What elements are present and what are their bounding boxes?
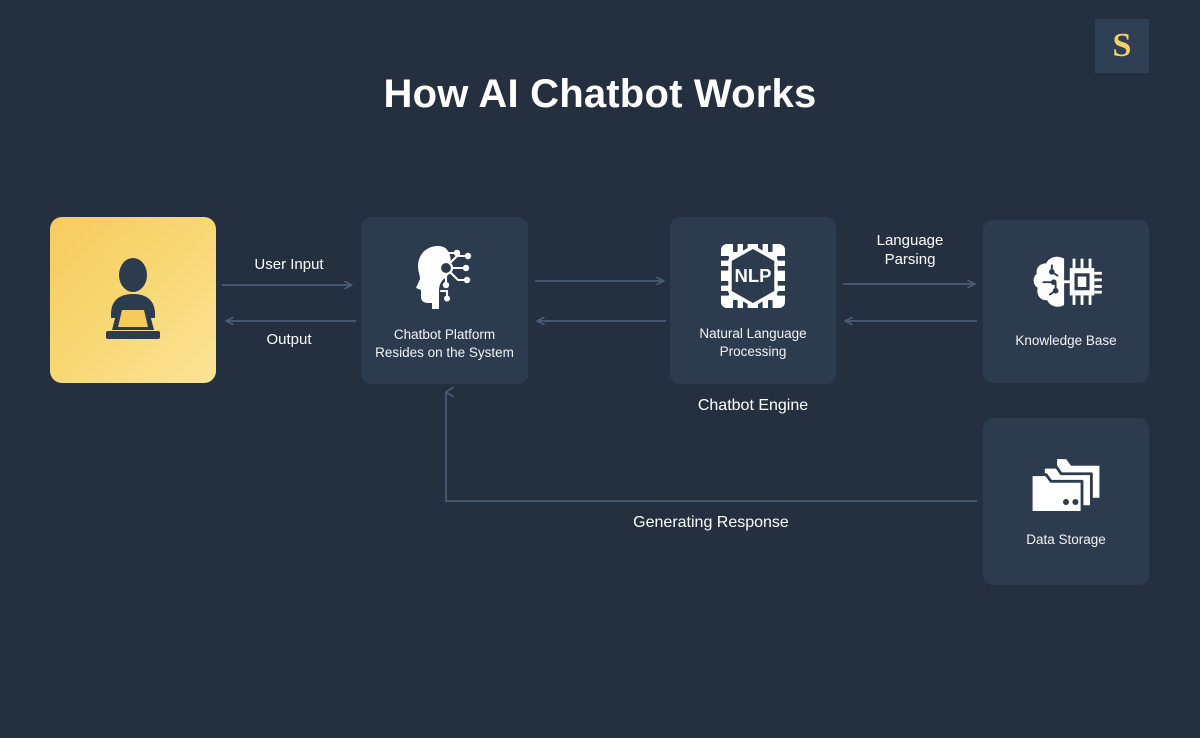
label-language-parsing: Language Parsing <box>836 232 984 270</box>
page-title: How AI Chatbot Works <box>383 72 817 116</box>
label-output: Output <box>266 331 312 348</box>
label-language-parsing-line2: Parsing <box>884 250 936 268</box>
card-chatbot-platform-label-line2: Resides on the System <box>375 345 514 360</box>
card-nlp-label-line2: Processing <box>719 344 787 359</box>
folders-stack-icon <box>1027 454 1105 518</box>
label-chatbot-engine: Chatbot Engine <box>697 397 809 414</box>
card-chatbot-platform-label: Chatbot Platform Resides on the System <box>367 326 522 362</box>
nlp-chip-icon: NLP <box>717 240 789 313</box>
edge-data-storage-to-platform <box>445 386 977 502</box>
card-user[interactable] <box>50 217 216 383</box>
person-at-laptop-icon <box>85 252 181 348</box>
card-nlp-label-line1: Natural Language <box>699 326 807 342</box>
card-chatbot-platform[interactable]: Chatbot Platform Resides on the System <box>361 217 528 384</box>
card-nlp-label: Natural Language Processing <box>691 325 814 361</box>
card-data-storage-label: Data Storage <box>1026 532 1106 548</box>
card-knowledge-base-label: Knowledge Base <box>1015 333 1117 349</box>
nlp-chip-icon-text: NLP <box>735 265 772 286</box>
card-data-storage[interactable]: Data Storage <box>983 418 1149 585</box>
label-language-parsing-line1: Language <box>876 232 944 249</box>
label-user-input: User Input <box>254 256 324 273</box>
card-natural-language-processing[interactable]: NLP Natural Language Processing <box>670 217 836 384</box>
brain-chip-icon <box>1030 253 1102 319</box>
ai-head-circuit-icon <box>408 239 482 313</box>
brand-logo-badge: S <box>1095 19 1149 73</box>
card-chatbot-platform-label-line1: Chatbot Platform <box>393 327 496 343</box>
logo-letter: S <box>1112 27 1132 64</box>
card-knowledge-base[interactable]: Knowledge Base <box>983 220 1149 383</box>
label-generating-response: Generating Response <box>633 514 789 531</box>
